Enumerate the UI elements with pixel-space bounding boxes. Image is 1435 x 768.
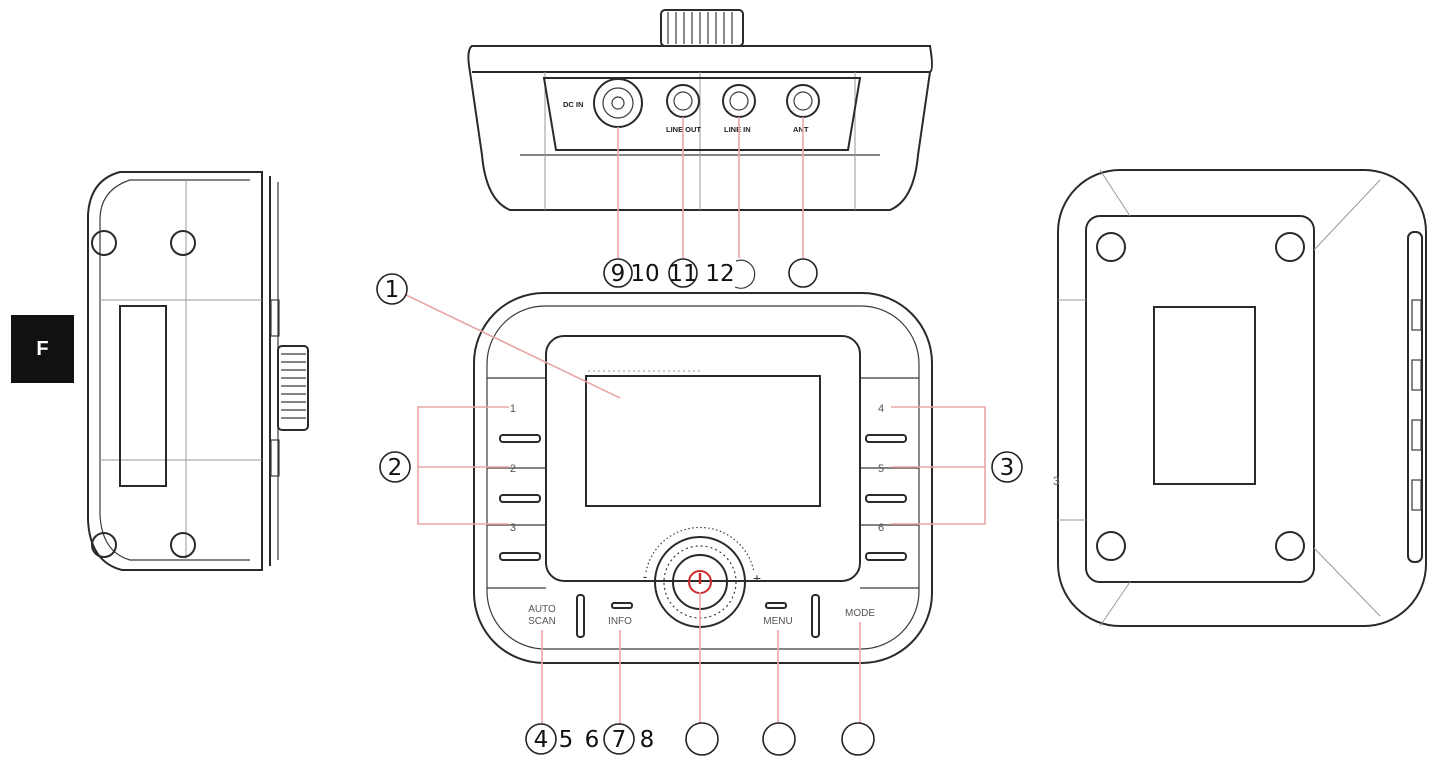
preset-5-label: 5 <box>878 463 884 475</box>
antenna-jack-icon <box>786 84 820 118</box>
front-view: 1 2 3 4 5 6 AUTO SCAN INFO MENU MODE - + <box>473 292 933 664</box>
callout-2: 2 <box>388 455 403 481</box>
volume-plus-label: + <box>753 570 761 586</box>
dc-in-jack-icon <box>593 78 643 128</box>
callout-12: 12 <box>705 261 734 287</box>
info-button[interactable] <box>611 602 633 609</box>
knob-top-icon <box>660 9 744 47</box>
callout-4: 4 <box>534 727 549 753</box>
callout-1: 1 <box>385 277 400 303</box>
preset-1-button[interactable] <box>499 434 541 443</box>
display-screen <box>585 370 821 507</box>
line-in-label: LINE IN <box>724 125 751 134</box>
callout-11: 11 <box>668 261 697 287</box>
knob-side-icon <box>277 345 309 431</box>
front-callouts: 1 2 3 <box>376 273 1023 483</box>
auto-scan-label-line2: SCAN <box>528 616 556 627</box>
section-tab: F <box>11 315 74 383</box>
callout-7: 7 <box>612 727 627 753</box>
top-callouts: 9 10 11 12 <box>603 258 818 289</box>
mode-label: MODE <box>845 608 875 619</box>
callout-3: 3 <box>1000 455 1015 481</box>
preset-3-button[interactable] <box>499 552 541 561</box>
ant-label: ANT <box>793 125 809 134</box>
preset-4-button[interactable] <box>865 434 907 443</box>
menu-label: MENU <box>763 616 792 627</box>
preset-3-label: 3 <box>510 522 516 534</box>
preset-2-label: 2 <box>510 463 516 475</box>
preset-2-button[interactable] <box>499 494 541 503</box>
back-view <box>1057 169 1427 627</box>
line-out-jack-icon <box>666 84 700 118</box>
preset-6-label: 6 <box>878 522 884 534</box>
preset-4-label: 4 <box>878 403 884 415</box>
top-view: DC IN LINE OUT LINE IN ANT <box>467 9 933 258</box>
bottom-callouts: 4 5 6 7 8 <box>525 722 875 756</box>
preset-5-button[interactable] <box>865 494 907 503</box>
callout-5: 5 <box>559 727 574 753</box>
line-in-jack-icon <box>722 84 756 118</box>
stray-mark: 3 <box>1053 474 1060 488</box>
callout-8: 8 <box>640 727 655 753</box>
section-tab-label: F <box>36 337 49 360</box>
menu-button[interactable] <box>765 602 787 609</box>
left-side-view <box>87 171 309 571</box>
mode-divider <box>811 594 820 638</box>
preset-1-label: 1 <box>510 403 516 415</box>
auto-scan-label-line1: AUTO <box>528 604 556 615</box>
volume-minus-label: - <box>643 568 648 584</box>
callout-6: 6 <box>585 727 600 753</box>
callout-9: 9 <box>611 261 626 287</box>
preset-6-button[interactable] <box>865 552 907 561</box>
front-leaders <box>403 293 986 725</box>
info-label: INFO <box>608 616 632 627</box>
dc-in-label: DC IN <box>563 100 583 109</box>
auto-scan-divider <box>576 594 585 638</box>
callout-10: 10 <box>630 261 659 287</box>
